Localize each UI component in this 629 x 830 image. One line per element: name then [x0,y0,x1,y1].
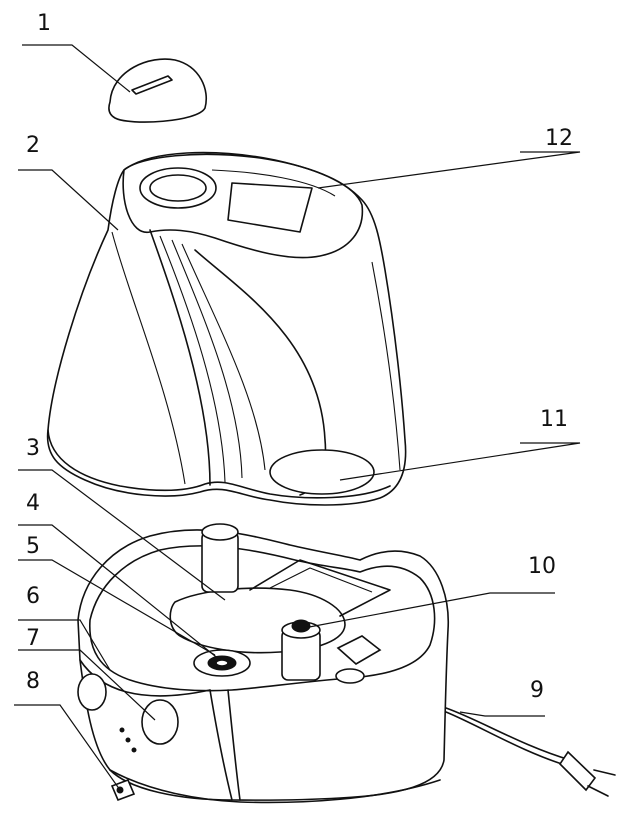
callout-1: 1 [37,11,51,36]
callout-labels: 1 2 3 4 5 6 7 8 9 10 11 12 [26,11,573,703]
callout-5: 5 [26,534,40,559]
callout-10: 10 [528,554,556,579]
callout-12: 12 [545,126,573,151]
callout-6: 6 [26,584,40,609]
callout-11: 11 [540,407,568,432]
cap-part [108,58,207,123]
callout-3: 3 [26,436,40,461]
callout-2: 2 [26,133,40,158]
water-tank-part [46,151,407,506]
callout-7: 7 [26,626,40,651]
base-part [77,523,616,804]
callout-4: 4 [26,491,40,516]
leader-lines [14,44,581,791]
callout-8: 8 [26,669,40,694]
callout-9: 9 [530,678,544,703]
